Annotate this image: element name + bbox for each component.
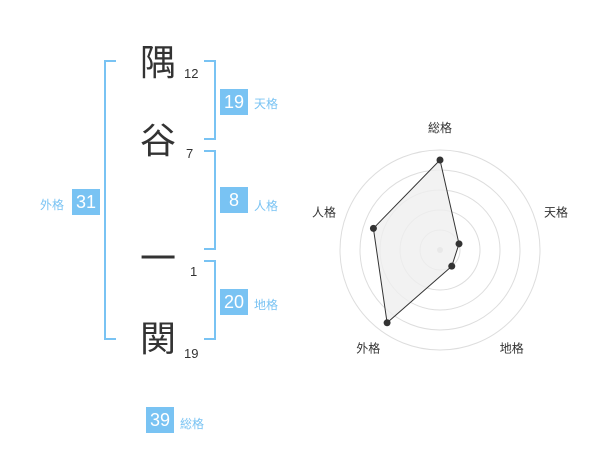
radar-axis-label: 外格 — [356, 341, 380, 356]
radar-axis-label: 総格 — [428, 120, 452, 135]
soukaku-label: 総格 — [180, 417, 205, 431]
radar-points — [369, 156, 463, 327]
chikaku-value: 20 — [220, 289, 248, 315]
tenkaku-bracket — [204, 60, 216, 140]
soukaku-value: 39 — [146, 407, 174, 433]
name-char-2: 谷 — [140, 121, 177, 162]
name-char-4: 関 — [140, 319, 177, 360]
radar-point — [369, 224, 377, 232]
chikaku-bracket — [204, 260, 216, 340]
jinkaku-bracket — [204, 150, 216, 250]
name-char-1: 隅 — [140, 43, 177, 84]
stroke-count-1: 12 — [184, 66, 199, 81]
jinkaku-label: 人格 — [254, 199, 279, 213]
chikaku-label: 地格 — [254, 298, 279, 312]
stroke-count-2: 7 — [186, 146, 194, 161]
radar-point — [383, 319, 391, 327]
radar-point — [436, 156, 444, 164]
jinkaku-value: 8 — [220, 187, 248, 213]
radar-point — [448, 262, 456, 270]
radar-ring — [339, 149, 541, 351]
radar-axis-label: 地格 — [500, 341, 524, 356]
tenkaku-label: 天格 — [254, 97, 279, 111]
radar-polygon — [372, 158, 460, 324]
radar-axis-label: 人格 — [312, 204, 336, 219]
gaikaku-bracket — [104, 60, 116, 340]
radar-point — [455, 240, 463, 248]
gaikaku-label: 外格 — [40, 198, 65, 212]
tenkaku-value: 19 — [220, 89, 248, 115]
gaikaku-value: 31 — [72, 189, 100, 215]
radar-axis-label: 天格 — [544, 204, 568, 219]
stroke-count-4: 19 — [184, 346, 199, 361]
name-char-3: 一 — [140, 239, 177, 280]
stroke-count-3: 1 — [190, 264, 198, 279]
